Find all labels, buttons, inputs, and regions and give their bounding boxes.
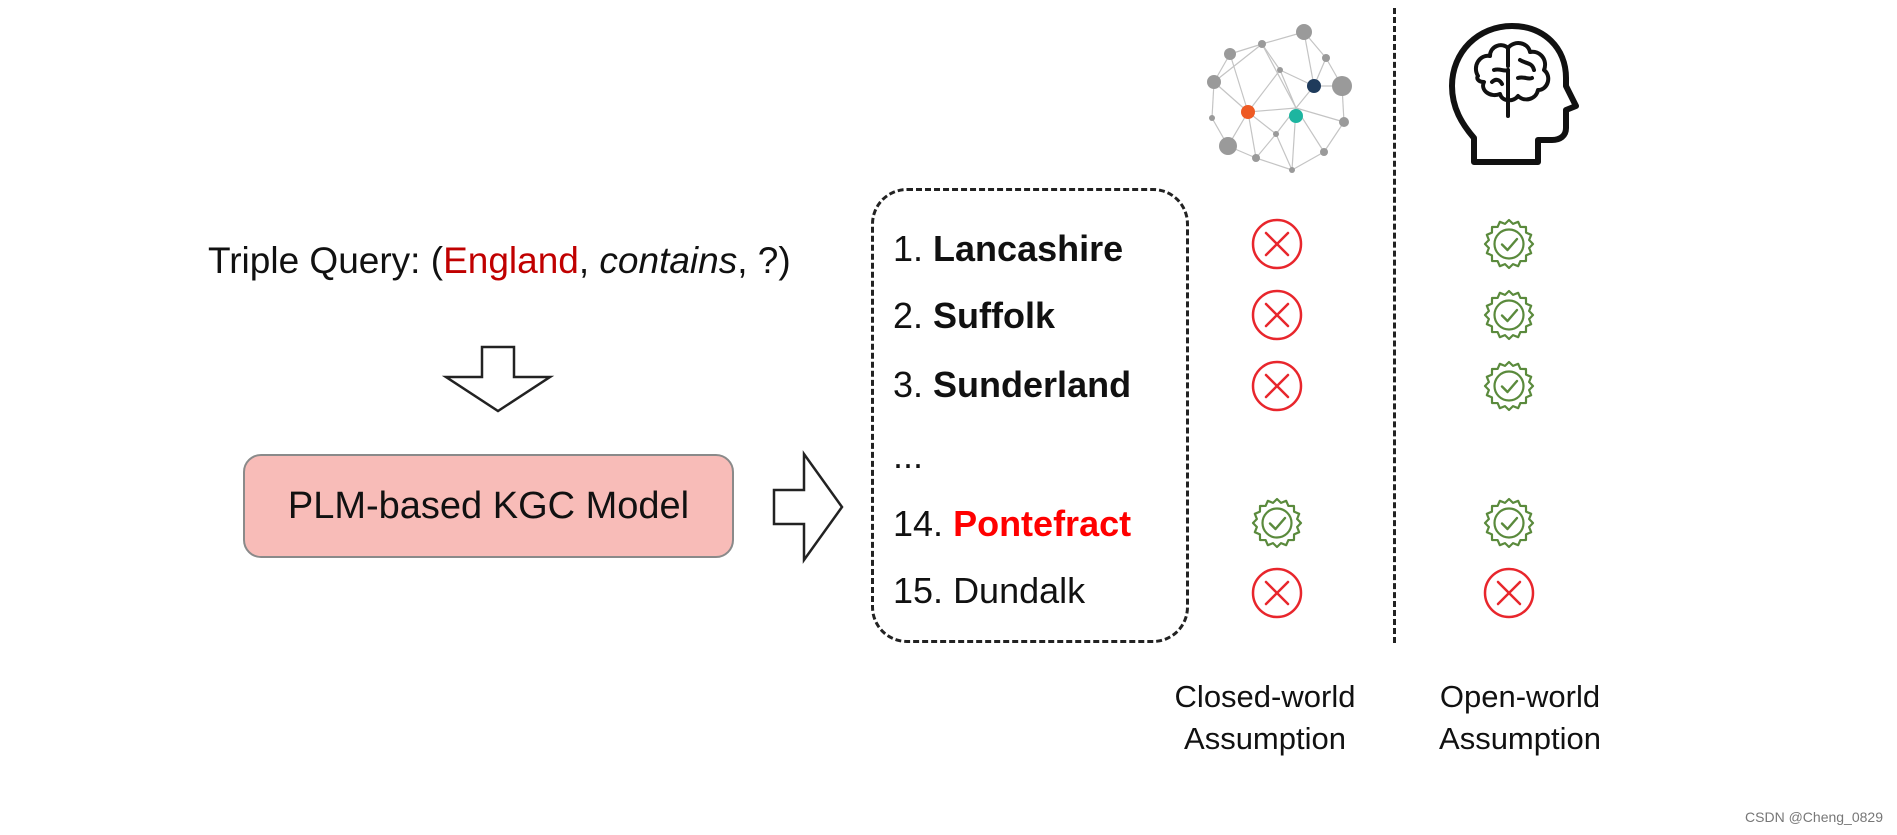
watermark: CSDN @Cheng_0829 [1745,809,1883,825]
list-item: 14. Pontefract [893,503,1132,544]
open-correct-icon [1483,289,1535,341]
open-wrong-icon [1483,567,1535,619]
model-label: PLM-based KGC Model [287,484,690,527]
list-item: 3. Sunderland [893,364,1132,405]
knowledge-graph-icon [1207,24,1352,173]
right-arrow-icon [772,450,844,564]
closed-wrong-icon [1251,360,1303,412]
query-entity: England [443,240,579,281]
list-item: 1. Lancashire [893,228,1124,269]
open-world-label: Open-world Assumption [1439,679,1601,757]
query-prefix: Triple Query: ( [208,240,444,281]
closed-wrong-icon [1251,218,1303,270]
human-brain-icon [1449,23,1579,165]
open-correct-icon [1483,218,1535,270]
assumption-divider [1393,8,1396,643]
closed-wrong-icon [1251,567,1303,619]
closed-wrong-icon [1251,289,1303,341]
kgc-model-box: PLM-based KGC Model [243,454,734,558]
open-correct-icon [1483,360,1535,412]
query-sep: , [578,240,600,281]
triple-query: Triple Query: (England, contains, ?) [208,240,791,282]
query-relation: contains [599,240,738,281]
list-item: 15. Dundalk [893,570,1086,611]
candidate-list-box [871,188,1189,643]
list-item: 2. Suffolk [893,295,1056,336]
closed-correct-icon [1251,497,1303,549]
closed-world-label: Closed-world Assumption [1174,679,1356,757]
query-suffix: , ?) [737,240,791,281]
down-arrow-icon [441,345,555,413]
open-correct-icon [1483,497,1535,549]
list-item-ellipsis: ... [893,435,924,476]
